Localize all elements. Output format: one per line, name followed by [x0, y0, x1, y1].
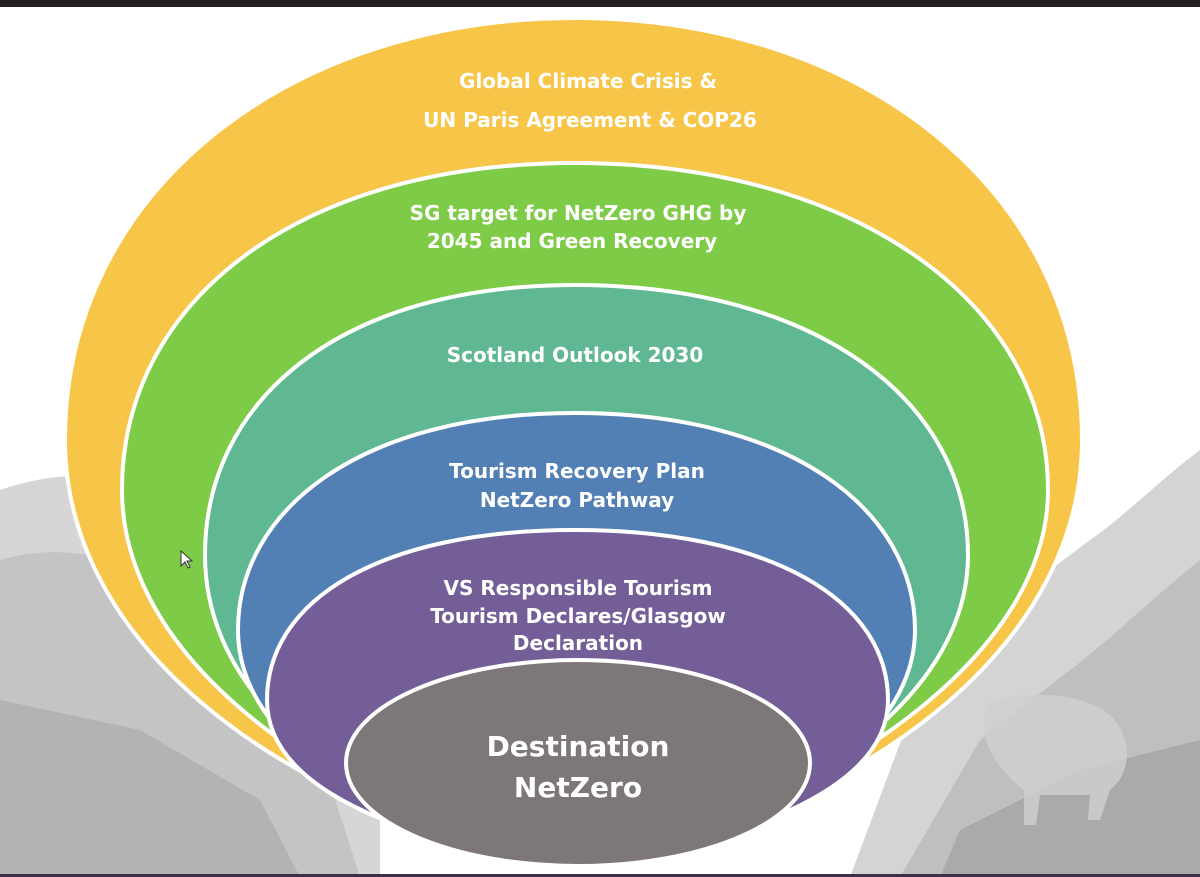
bottom-bar	[0, 874, 1200, 877]
layer-destination-label-line-2: NetZero	[514, 771, 642, 804]
layer-responsible-tourism-label-line-1: VS Responsible Tourism	[444, 576, 713, 600]
layer-sg-target-label-line-2: 2045 and Green Recovery	[427, 229, 717, 253]
layer-tourism-recovery-label-line-1: Tourism Recovery Plan	[449, 459, 705, 483]
layer-global-label-line-1: Global Climate Crisis &	[459, 69, 717, 93]
layer-destination-ellipse	[344, 658, 812, 868]
layer-responsible-tourism-label-line-2: Tourism Declares/Glasgow	[430, 604, 726, 628]
layer-destination-label-line-1: Destination	[487, 730, 670, 763]
layer-scotland-outlook-label: Scotland Outlook 2030	[447, 343, 704, 367]
layer-global-label-line-2: UN Paris Agreement & COP26	[423, 108, 757, 132]
mouse-pointer-icon	[180, 550, 194, 569]
layer-sg-target-label-line-1: SG target for NetZero GHG by	[410, 201, 747, 225]
top-bar	[0, 0, 1200, 7]
layer-responsible-tourism-label-line-3: Declaration	[513, 631, 643, 655]
layer-tourism-recovery-label-line-2: NetZero Pathway	[480, 488, 674, 512]
